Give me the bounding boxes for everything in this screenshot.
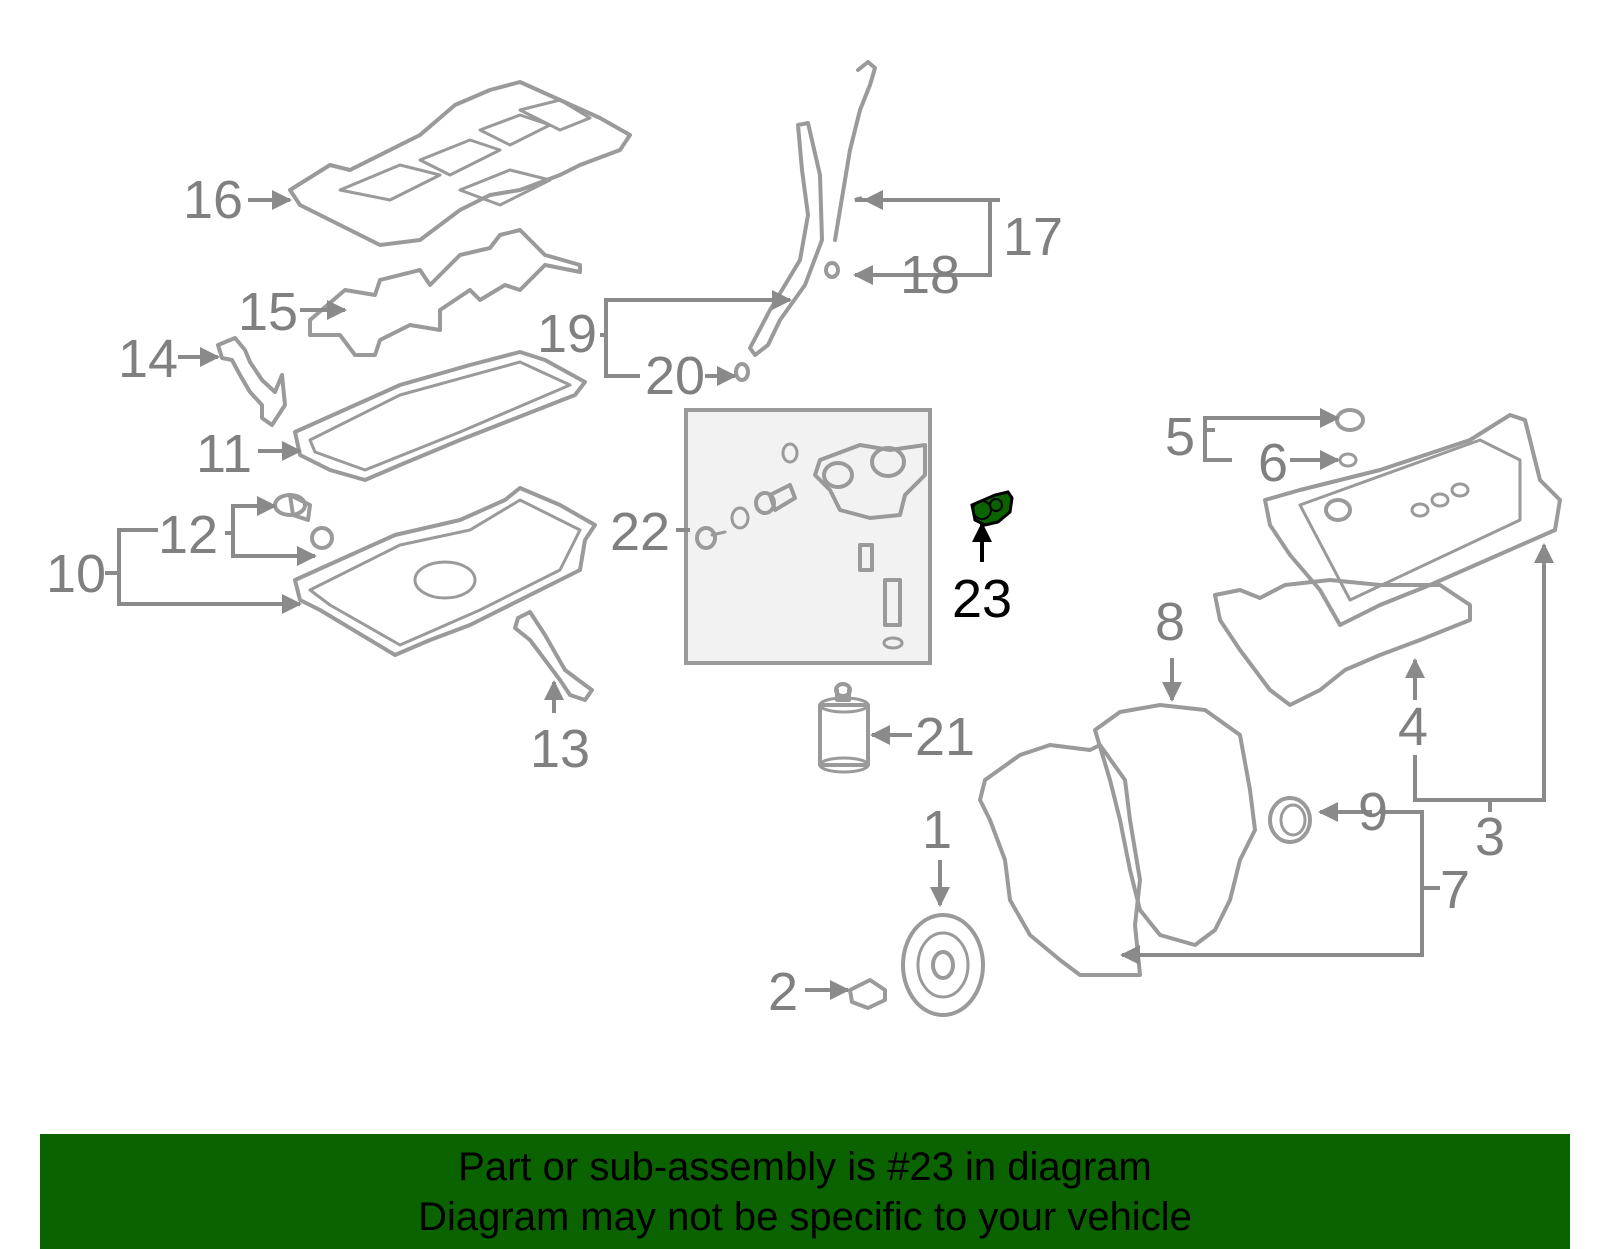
part-6-seal [1338, 452, 1358, 468]
callout-15: 15 [238, 282, 298, 342]
callout-4: 4 [1398, 697, 1428, 757]
callout-2: 2 [768, 962, 798, 1022]
callout-19: 19 [537, 304, 597, 364]
callout-23: 23 [952, 569, 1012, 629]
part-23-highlighted [970, 490, 1014, 527]
callout-9: 9 [1358, 782, 1388, 842]
callout-20: 20 [645, 346, 705, 406]
callout-5: 5 [1165, 407, 1195, 467]
info-banner: Part or sub-assembly is #23 in diagram D… [40, 1134, 1570, 1249]
callout-7: 7 [1440, 860, 1470, 920]
part-12-drain-plug [273, 493, 334, 550]
part-15-bracket [308, 228, 582, 357]
part-13-sensor [513, 610, 594, 702]
callout-8: 8 [1155, 592, 1185, 652]
callout-17: 17 [1003, 207, 1063, 267]
part-19-dipstick-tube [734, 121, 824, 382]
callout-12: 12 [158, 505, 218, 565]
part-16-cover-plate [288, 80, 632, 247]
part-2-bolt [848, 978, 887, 1010]
callout-1: 1 [922, 800, 952, 860]
part-4-valve-cover-gasket [1213, 578, 1472, 707]
part-7-front-cover [978, 743, 1142, 977]
callout-18: 18 [900, 245, 960, 305]
part-5-oil-cap [1335, 408, 1365, 432]
callout-6: 6 [1258, 433, 1288, 493]
callout-16: 16 [183, 170, 243, 230]
banner-line-part-number: Part or sub-assembly is #23 in diagram [458, 1145, 1152, 1189]
part-14-sensor [216, 336, 287, 427]
part-9-seal [1268, 796, 1312, 844]
parts-diagram: 16 15 14 11 12 10 13 17 18 19 20 22 23 2… [46, 60, 1562, 1022]
callout-22: 22 [610, 502, 670, 562]
callout-labels: 16 15 14 11 12 10 13 17 18 19 20 22 23 2… [46, 170, 1505, 1022]
part-17-dipstick [824, 60, 877, 279]
callout-3: 3 [1475, 807, 1505, 867]
part-11-gasket [293, 350, 587, 482]
banner-line-disclaimer: Diagram may not be specific to your vehi… [418, 1195, 1192, 1239]
part-21-oil-filter [818, 682, 870, 774]
callout-21: 21 [915, 707, 975, 767]
part-8-front-cover-gasket [1093, 703, 1257, 947]
leader-lines [105, 190, 1554, 1000]
part-3-valve-cover [1263, 413, 1562, 627]
part-10-oil-pan [293, 486, 597, 657]
part-22-filter-adapter-group [684, 408, 932, 665]
callout-13: 13 [530, 719, 590, 779]
callout-10: 10 [46, 544, 106, 604]
part-1-balancer [901, 913, 985, 1017]
callout-11: 11 [196, 424, 252, 484]
callout-14: 14 [118, 329, 178, 389]
